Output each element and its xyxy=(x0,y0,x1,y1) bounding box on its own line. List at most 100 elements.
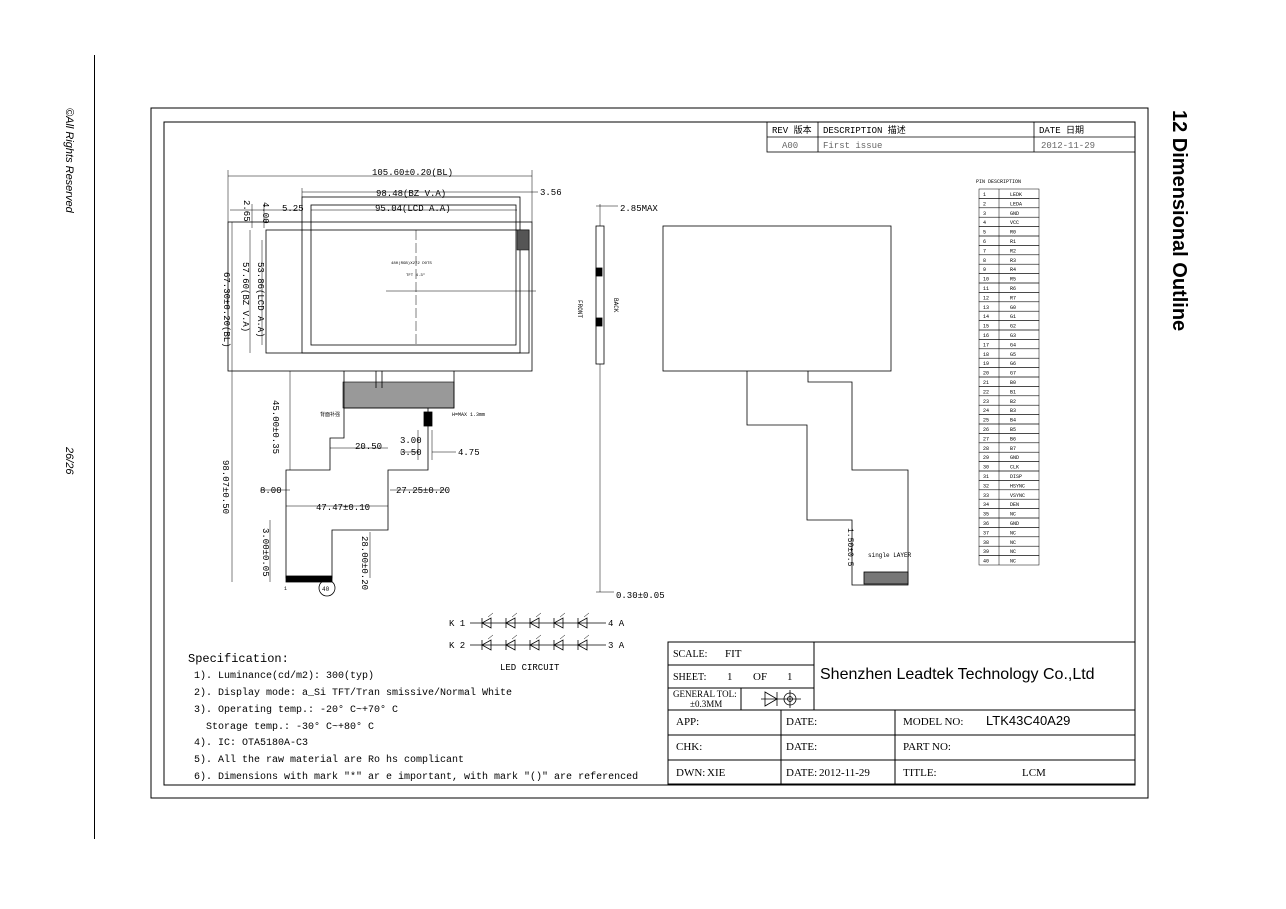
part-label: PART NO: xyxy=(903,741,951,753)
pin-signal: DEN xyxy=(1010,502,1019,508)
pin-number: 27 xyxy=(983,436,989,442)
date-value: 2012-11-29 xyxy=(1041,141,1095,151)
pin-signal: G1 xyxy=(1010,314,1016,320)
led-diode xyxy=(505,639,516,651)
desc-value: First issue xyxy=(823,141,882,151)
dim-2-85max: 2.85MAX xyxy=(620,204,658,214)
led-emission-arrow xyxy=(583,634,590,640)
lcm-side-view xyxy=(595,204,618,593)
led-emission-arrow xyxy=(583,612,590,618)
rev-header: REV 版本 xyxy=(772,124,812,136)
pin-number: 16 xyxy=(983,333,989,339)
led-k1: K 1 xyxy=(449,619,465,629)
pin-signal: R3 xyxy=(1010,258,1016,264)
pin-signal: G5 xyxy=(1010,352,1016,358)
pin-signal: G4 xyxy=(1010,342,1016,348)
outer-frame xyxy=(150,107,1149,799)
pin-signal: B7 xyxy=(1010,446,1016,452)
led-caption: LED CIRCUIT xyxy=(500,663,560,673)
lcm-back-view xyxy=(662,225,909,586)
pin-row xyxy=(978,188,1040,199)
spec-line-3: 3). Operating temp.: -20° C~+70° C xyxy=(194,705,399,716)
dim-28-00: 28.00±0.20 xyxy=(359,536,369,590)
led-emission-arrow xyxy=(559,612,566,618)
pin-number: 24 xyxy=(983,408,989,414)
pin-signal: R4 xyxy=(1010,267,1016,273)
pin-number: 9 xyxy=(983,267,986,273)
led-circuit xyxy=(470,612,606,651)
led-k2: K 2 xyxy=(449,641,465,651)
led-emission-arrow xyxy=(487,634,494,640)
pin-number: 7 xyxy=(983,248,986,254)
inner-frame xyxy=(163,121,1136,786)
pin-number: 2 xyxy=(983,201,986,207)
led-a3: 3 A xyxy=(608,641,625,651)
spec-line-2: 2). Display mode: a_Si TFT/Tran smissive… xyxy=(194,688,513,699)
led-diode xyxy=(529,639,540,651)
pin-number: 4 xyxy=(983,220,986,226)
pin-number: 23 xyxy=(983,399,989,405)
spec-title: Specification: xyxy=(188,652,289,666)
pin-signal: LEDK xyxy=(1010,192,1022,198)
model-value: LTK43C40A29 xyxy=(986,713,1071,728)
pin-row xyxy=(978,207,1040,218)
pin-number: 1 xyxy=(983,192,986,198)
pin-number: 5 xyxy=(983,230,986,236)
panel-type: TFT 4.3" xyxy=(406,273,425,278)
front-label: FRONT xyxy=(576,300,583,318)
dim-2-65: 2.65 xyxy=(241,200,251,222)
dim-0-30: 0.30±0.05 xyxy=(616,591,665,601)
app-label: APP: xyxy=(676,716,700,728)
dim-aa-height: 53.86(LCD A.A) xyxy=(255,262,265,338)
pin-signal: B1 xyxy=(1010,389,1016,395)
pin-signal: CLK xyxy=(1010,465,1019,471)
spec-line-1: 1). Luminance(cd/m2): 300(typ) xyxy=(194,671,375,682)
dwn-date-value: 2012-11-29 xyxy=(819,767,870,779)
pin-number: 26 xyxy=(983,427,989,433)
tolerance-label: GENERAL TOL: xyxy=(673,689,737,699)
pin-number: 8 xyxy=(983,258,986,264)
title-label: TITLE: xyxy=(903,767,937,779)
pin-number: 31 xyxy=(983,474,989,480)
pin-number: 39 xyxy=(983,549,989,555)
sheet-label: SHEET: xyxy=(673,672,707,683)
led-emission-arrow xyxy=(535,634,542,640)
pin-row xyxy=(978,263,1040,274)
pin-signal: B6 xyxy=(1010,436,1016,442)
pin-number: 10 xyxy=(983,277,989,283)
dim-hmax: H=MAX 1.3mm xyxy=(452,412,485,418)
pin-signal: B0 xyxy=(1010,380,1016,386)
led-diode xyxy=(553,617,564,629)
dim-3-00-tail: 3.00±0.05 xyxy=(260,528,270,577)
scale-value: FIT xyxy=(725,648,742,660)
pin-signal: DISP xyxy=(1010,474,1022,480)
tolerance-symbol xyxy=(761,690,801,708)
led-diode xyxy=(577,639,588,651)
dim-27-25: 27.25±0.20 xyxy=(396,486,450,496)
chk-label: CHK: xyxy=(676,741,703,753)
dim-45-00: 45.00±0.35 xyxy=(270,400,280,454)
pin-row xyxy=(978,235,1040,246)
pin-number: 15 xyxy=(983,324,989,330)
title-value: LCM xyxy=(1022,767,1046,779)
of-label: OF xyxy=(753,671,768,683)
pin-number: 36 xyxy=(983,521,989,527)
led-diode xyxy=(529,617,540,629)
pin-table-title: PIN DESCRIPTION xyxy=(976,179,1021,185)
stiffener-note: 背面补强 xyxy=(320,411,340,418)
dim-20-50: 20.50 xyxy=(355,442,382,452)
pin-signal: VCC xyxy=(1010,220,1019,226)
pin-number: 13 xyxy=(983,305,989,311)
dwn-label: DWN: xyxy=(676,767,706,779)
pin-number: 30 xyxy=(983,465,989,471)
spec-line-4: Storage temp.: -30° C~+80° C xyxy=(188,722,375,733)
title-block xyxy=(667,641,1136,785)
led-diode xyxy=(505,617,516,629)
pin-number: 25 xyxy=(983,418,989,424)
pin-number: 21 xyxy=(983,380,989,386)
pin-number: 11 xyxy=(983,286,989,292)
model-label: MODEL NO: xyxy=(903,716,964,728)
pin-row xyxy=(978,254,1040,265)
company-name: Shenzhen Leadtek Technology Co.,Ltd xyxy=(820,666,1095,683)
